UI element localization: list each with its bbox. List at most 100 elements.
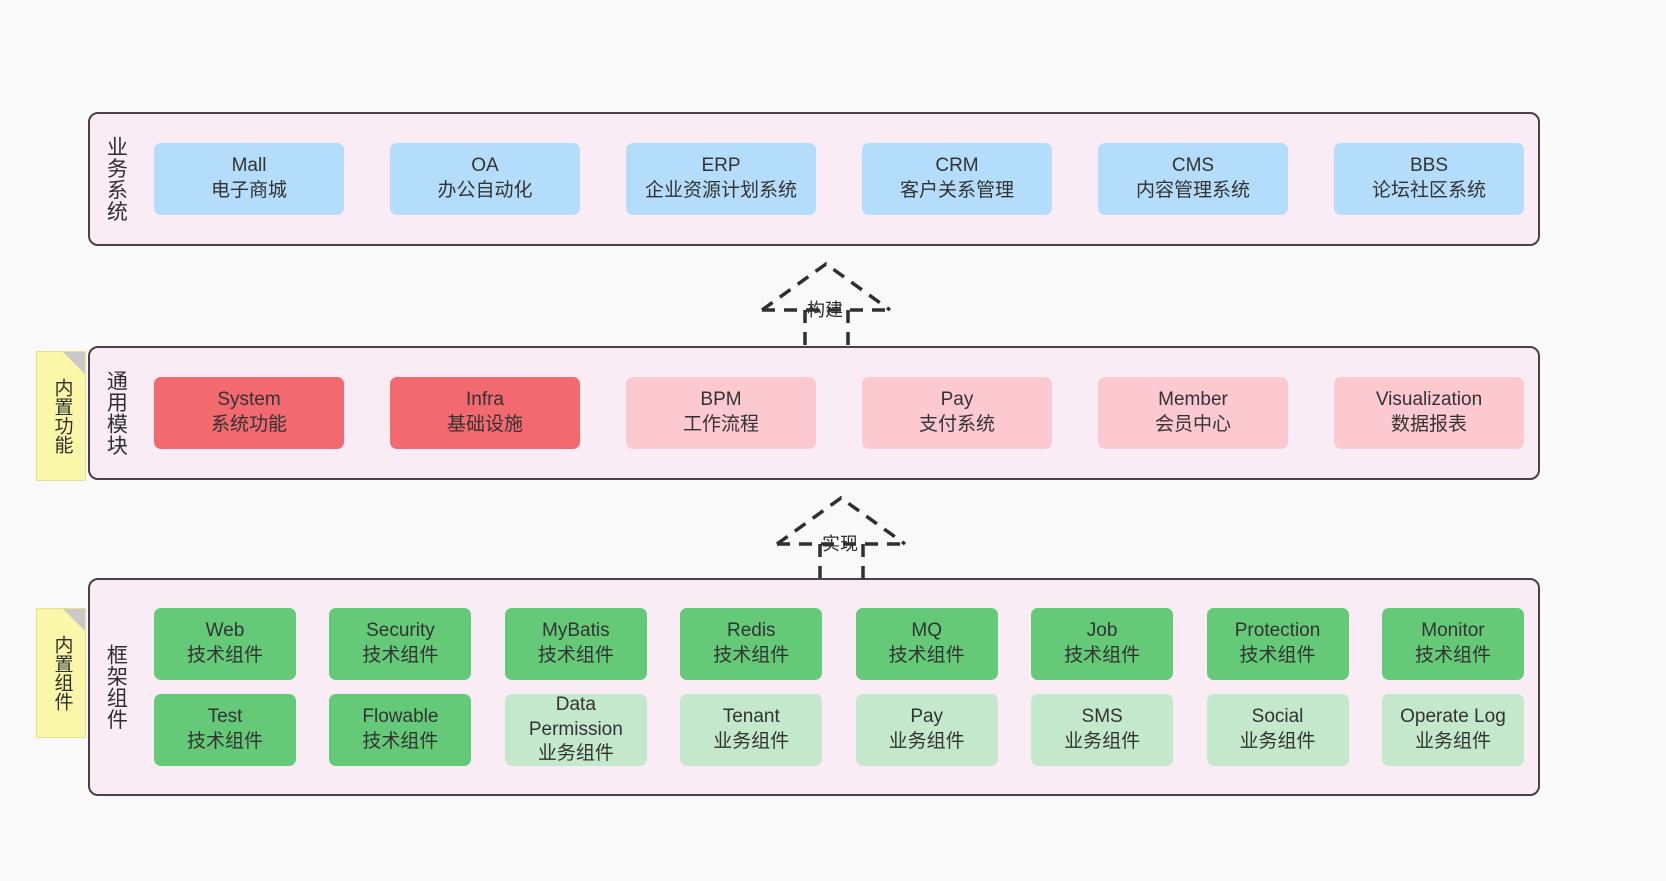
module-box-system[interactable]: System 系统功能 — [154, 377, 344, 449]
box-title: ERP — [701, 155, 741, 177]
box-title: CMS — [1171, 155, 1215, 177]
box-subtitle: 业务组件 — [1414, 731, 1491, 752]
connector-build: 构建 — [750, 258, 910, 350]
connector-implement-label: 实现 — [822, 534, 858, 554]
box-title: CRM — [935, 155, 979, 177]
box-subtitle: 技术组件 — [1239, 645, 1316, 666]
box-subtitle: 技术组件 — [713, 645, 790, 666]
box-title: System — [217, 389, 281, 411]
framework-tech-box-web[interactable]: Web 技术组件 — [154, 608, 296, 680]
box-title: Pay — [940, 389, 974, 411]
note-builtin-components: 内置组件 — [36, 608, 86, 738]
box-subtitle: 技术组件 — [362, 731, 439, 752]
box-subtitle: 会员中心 — [1154, 414, 1231, 435]
note-builtin-features-label: 内置功能 — [51, 378, 73, 454]
note-builtin-features: 内置功能 — [36, 351, 86, 481]
box-subtitle: 业务组件 — [1064, 731, 1141, 752]
framework-biz-box-operate-log[interactable]: Operate Log 业务组件 — [1381, 694, 1524, 766]
framework-biz-box-flowable[interactable]: Flowable 技术组件 — [329, 694, 472, 766]
box-title: Monitor — [1421, 620, 1485, 642]
box-subtitle: 技术组件 — [186, 731, 263, 752]
connector-implement: 实现 — [765, 492, 925, 584]
box-subtitle: 业务组件 — [1239, 731, 1316, 752]
module-box-pay[interactable]: Pay 支付系统 — [862, 377, 1052, 449]
framework-tech-box-protection[interactable]: Protection 技术组件 — [1206, 608, 1349, 680]
box-subtitle: 论坛社区系统 — [1371, 180, 1486, 201]
box-subtitle: 内容管理系统 — [1135, 180, 1250, 201]
framework-biz-box-test[interactable]: Test 技术组件 — [154, 694, 296, 766]
box-title: MQ — [911, 620, 942, 642]
box-title: SMS — [1081, 706, 1123, 728]
box-subtitle: 系统功能 — [210, 414, 287, 435]
box-title: Operate Log — [1400, 706, 1506, 728]
box-title: Tenant — [722, 706, 780, 728]
box-subtitle: 办公自动化 — [437, 180, 533, 201]
box-title: Test — [207, 706, 243, 728]
box-subtitle: 技术组件 — [1414, 645, 1491, 666]
box-title: BBS — [1409, 155, 1449, 177]
box-subtitle: 技术组件 — [362, 645, 439, 666]
box-subtitle: 业务组件 — [713, 731, 790, 752]
box-title: Visualization — [1375, 389, 1483, 411]
box-subtitle: 工作流程 — [682, 414, 759, 435]
box-title: Protection — [1234, 620, 1321, 642]
box-title: Infra — [465, 389, 505, 411]
framework-tech-box-monitor[interactable]: Monitor 技术组件 — [1381, 608, 1524, 680]
note-fold-corner-icon — [63, 352, 85, 374]
box-subtitle: 电子商城 — [210, 180, 287, 201]
framework-tech-box-redis[interactable]: Redis 技术组件 — [680, 608, 823, 680]
box-subtitle: 技术组件 — [186, 645, 263, 666]
framework-biz-box-tenant[interactable]: Tenant 业务组件 — [680, 694, 823, 766]
box-subtitle: 基础设施 — [446, 414, 523, 435]
framework-biz-box-pay[interactable]: Pay 业务组件 — [855, 694, 998, 766]
box-title: Job — [1086, 620, 1118, 642]
box-subtitle: 客户关系管理 — [899, 180, 1014, 201]
framework-tech-box-mq[interactable]: MQ 技术组件 — [855, 608, 998, 680]
business-box-bbs[interactable]: BBS 论坛社区系统 — [1334, 143, 1524, 215]
box-title: Data Permission — [528, 693, 623, 740]
note-fold-corner-icon — [63, 609, 85, 631]
box-subtitle: 技术组件 — [537, 645, 614, 666]
box-subtitle: 技术组件 — [1064, 645, 1141, 666]
module-box-infra[interactable]: Infra 基础设施 — [390, 377, 580, 449]
connector-build-label: 构建 — [807, 300, 843, 320]
box-title: Pay — [910, 706, 944, 728]
framework-tech-box-mybatis[interactable]: MyBatis 技术组件 — [504, 608, 647, 680]
framework-biz-box-data-permission[interactable]: Data Permission 业务组件 — [504, 693, 647, 766]
box-subtitle: 技术组件 — [888, 645, 965, 666]
box-title: Web — [205, 620, 245, 642]
business-box-cms[interactable]: CMS 内容管理系统 — [1098, 143, 1288, 215]
business-box-oa[interactable]: OA 办公自动化 — [390, 143, 580, 215]
box-subtitle: 支付系统 — [918, 414, 995, 435]
box-title: Security — [366, 620, 435, 642]
box-subtitle: 数据报表 — [1390, 414, 1467, 435]
box-title: OA — [471, 155, 499, 177]
framework-biz-box-social[interactable]: Social 业务组件 — [1206, 694, 1349, 766]
box-subtitle: 企业资源计划系统 — [644, 180, 797, 201]
box-subtitle: 业务组件 — [537, 743, 614, 765]
framework-tech-box-job[interactable]: Job 技术组件 — [1031, 608, 1174, 680]
framework-tech-box-security[interactable]: Security 技术组件 — [329, 608, 472, 680]
business-box-crm[interactable]: CRM 客户关系管理 — [862, 143, 1052, 215]
business-box-erp[interactable]: ERP 企业资源计划系统 — [626, 143, 816, 215]
box-title: MyBatis — [542, 620, 610, 642]
framework-biz-box-sms[interactable]: SMS 业务组件 — [1031, 694, 1174, 766]
layer-title-modules: 通用模块 — [104, 370, 128, 456]
box-subtitle: 业务组件 — [888, 731, 965, 752]
module-box-visualization[interactable]: Visualization 数据报表 — [1334, 377, 1524, 449]
box-title: Flowable — [362, 706, 439, 728]
box-title: Social — [1251, 706, 1304, 728]
box-title: Redis — [726, 620, 776, 642]
note-builtin-components-label: 内置组件 — [51, 635, 73, 711]
